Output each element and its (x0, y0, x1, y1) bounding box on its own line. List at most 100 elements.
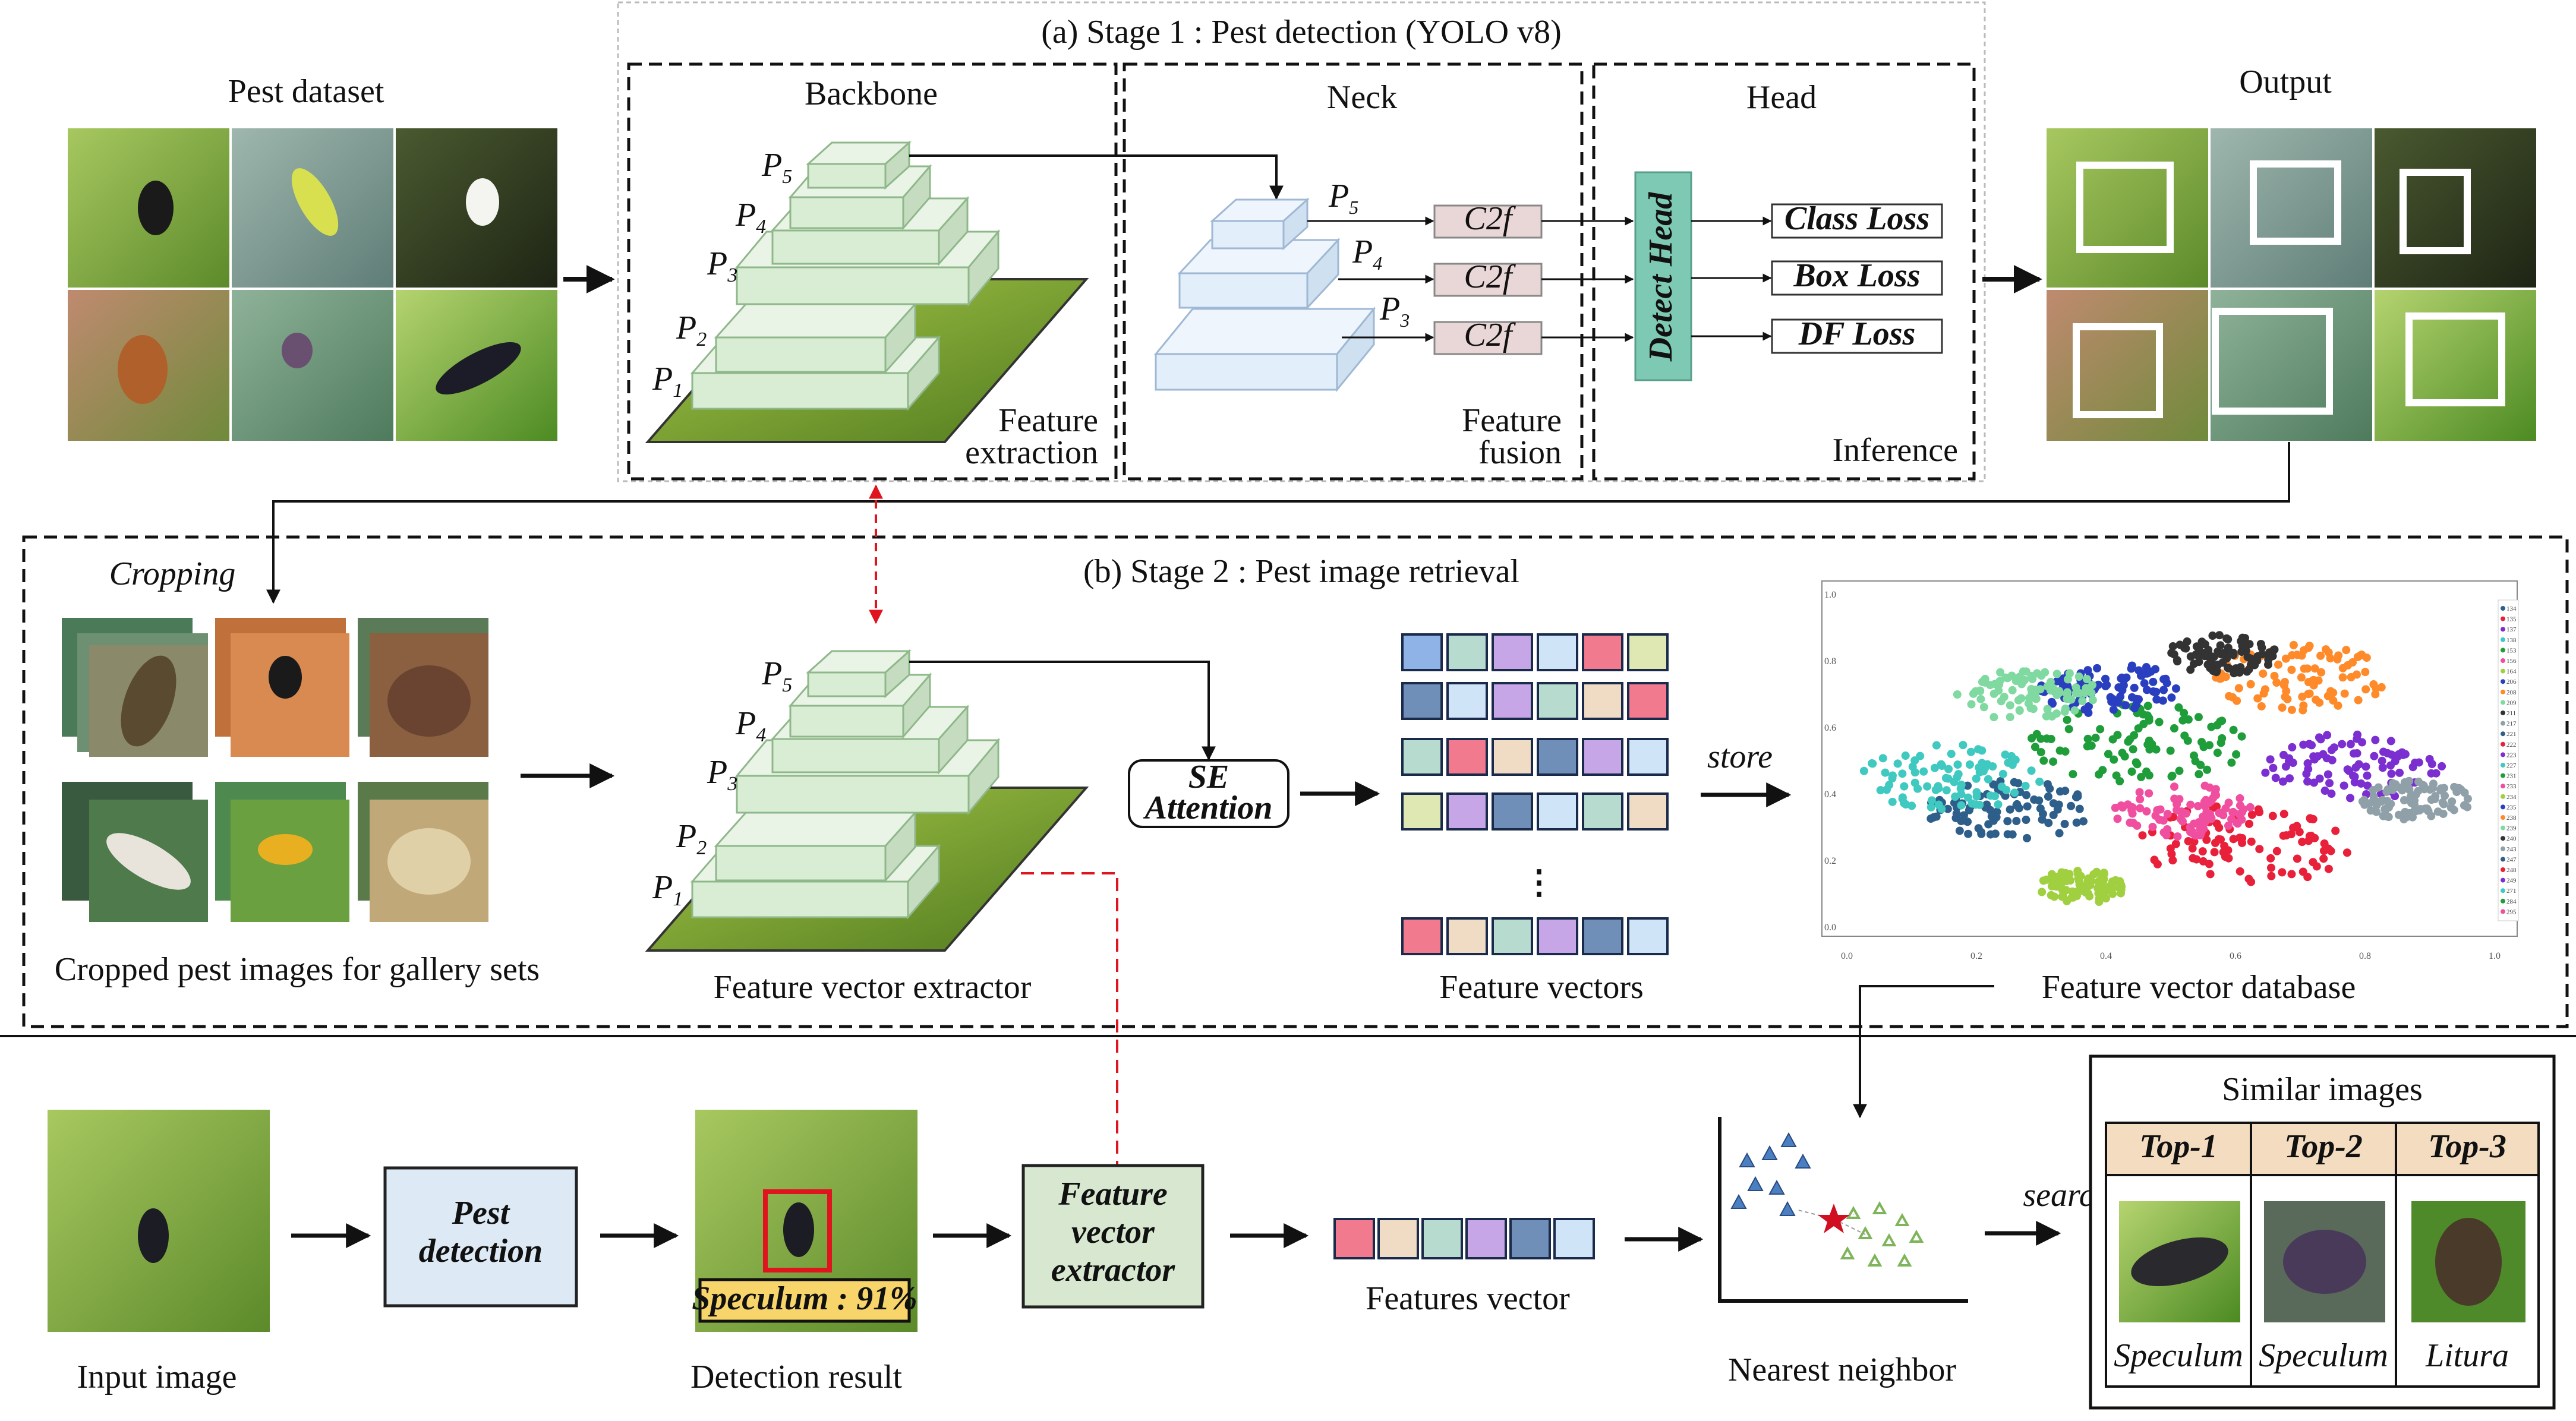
scatter-point (2324, 864, 2333, 873)
scatter-point (2266, 755, 2275, 764)
query-vector-cell (1465, 1218, 1507, 1259)
scatter-point (2314, 676, 2323, 685)
scatter-point (2338, 740, 2347, 749)
df-loss-label: DF Loss (1798, 315, 1916, 352)
scatter-point (2079, 817, 2088, 826)
scatter-point (2146, 667, 2155, 676)
scatter-point (2191, 831, 2200, 840)
pyramid-level-3-front (736, 775, 970, 814)
scatter-point (2395, 768, 2404, 777)
scatter-point (1994, 800, 2003, 809)
scatter-point (1927, 803, 1935, 811)
scatter-point (2257, 702, 2266, 710)
scatter-point (2162, 831, 2171, 839)
pyramid-level-2-front (715, 845, 887, 882)
scatter-point (2133, 821, 2142, 830)
scatter-point (2302, 769, 2311, 778)
cropping-label: Cropping (109, 555, 236, 592)
scatter-point (2117, 673, 2126, 682)
detect-head-label: Detect Head (1642, 192, 1679, 362)
scatter-x-tick: 0.4 (2100, 951, 2112, 961)
scatter-point (1989, 780, 1998, 789)
scatter-point (2287, 705, 2296, 714)
scatter-point (2052, 690, 2061, 699)
scatter-point (2095, 770, 2104, 779)
scatter-legend-marker (2501, 857, 2505, 862)
scatter-point (2297, 651, 2306, 660)
scatter-point (2110, 877, 2118, 886)
scatter-point (2257, 650, 2266, 659)
scatter-point (2228, 807, 2237, 816)
scatter-point (1944, 765, 1953, 773)
neck-caption-line2: fusion (1478, 434, 1562, 471)
scatter-legend-label: 243 (2506, 846, 2517, 853)
backbone-caption-line2: extraction (965, 434, 1098, 471)
scatter-point (2152, 687, 2161, 696)
scatter-point (1942, 786, 1951, 795)
class-loss-label: Class Loss (1784, 200, 1929, 237)
neck-level-5-side (1282, 197, 1309, 251)
similar-rank-2: Top-2 (2284, 1128, 2363, 1165)
scatter-point (2195, 658, 2203, 667)
scatter-point (2320, 839, 2329, 848)
pest-bug (138, 181, 174, 235)
scatter-point (2253, 694, 2262, 703)
crop-pest (258, 834, 313, 865)
output-photo (2044, 288, 2211, 443)
scatter-point (2224, 821, 2233, 830)
scatter-point (2279, 810, 2288, 819)
scatter-point (1957, 817, 1966, 826)
scatter-point (2380, 805, 2389, 814)
scatter-point (2093, 664, 2102, 672)
scatter-point (2184, 836, 2193, 845)
output-label: Output (2239, 64, 2332, 100)
scatter-point (2030, 795, 2039, 804)
scatter-point (2017, 680, 2026, 689)
scatter-legend-marker (2501, 710, 2505, 715)
scatter-point (2200, 649, 2209, 658)
scatter-point (2159, 816, 2168, 825)
pyramid-level-5-front (789, 196, 904, 229)
extractor-caption: Feature vector extractor (714, 969, 1032, 1006)
scatter-point (2378, 756, 2386, 765)
scatter-legend-marker (2501, 794, 2505, 799)
scatter-point (2180, 731, 2189, 740)
similar-pest-3 (2435, 1218, 2502, 1306)
scatter-point (1984, 775, 1992, 784)
scatter-point (2427, 795, 2436, 804)
scatter-point (2224, 664, 2233, 672)
cropped-images (62, 618, 488, 922)
scatter-point (2053, 805, 2062, 814)
scatter-x-tick: 0.6 (2230, 951, 2241, 961)
scatter-point (2074, 874, 2083, 883)
scatter-point (2121, 701, 2130, 710)
extractor-pyramid (645, 649, 1089, 952)
scatter-point (2065, 669, 2074, 678)
scatter-point (1964, 829, 1973, 838)
scatter-point (2383, 749, 2392, 757)
scatter-point (1981, 674, 1989, 683)
scatter-point (2145, 771, 2154, 780)
scatter-point (2205, 741, 2214, 750)
similar-rank-1: Top-1 (2139, 1128, 2218, 1165)
nn-point (1881, 1233, 1897, 1246)
scatter-point (2229, 725, 2238, 734)
scatter-point (2021, 781, 2030, 790)
scatter-point (1907, 801, 1916, 810)
output-bbox (2212, 308, 2333, 415)
scatter-point (2152, 695, 2161, 704)
scatter-point (2064, 725, 2073, 734)
scatter-point (2246, 654, 2255, 663)
scatter-point (2152, 745, 2161, 754)
scatter-point (2299, 701, 2308, 710)
scatter-legend-label: 271 (2506, 888, 2517, 895)
neck-level-4-side (1306, 238, 1339, 310)
scatter-legend-label: 295 (2506, 908, 2517, 915)
scatter-point (2270, 671, 2279, 680)
scatter-point (1982, 800, 1991, 809)
nn-point (1795, 1153, 1811, 1169)
scatter-point (2003, 817, 2012, 826)
scatter-point (2363, 771, 2372, 780)
scatter-point (2168, 642, 2177, 650)
